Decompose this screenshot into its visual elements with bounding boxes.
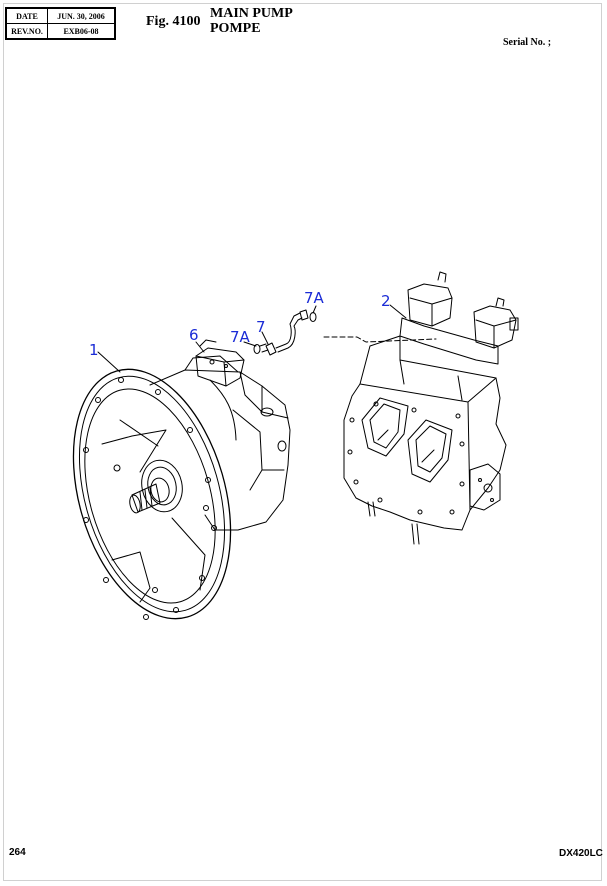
title-english: MAIN PUMP (210, 6, 293, 21)
callout-2: 2 (381, 292, 391, 310)
assembly-dashed-line (323, 336, 437, 343)
part-2-valve-block (343, 271, 519, 545)
rev-value: EXB06-08 (47, 23, 116, 40)
callout-6: 6 (189, 326, 199, 344)
serial-number-label: Serial No. ; (503, 37, 552, 48)
page-number: 264 (9, 847, 26, 858)
callout-7a-right: 7A (304, 289, 325, 307)
page-frame (3, 3, 602, 881)
part-6-regulator-block (195, 339, 245, 387)
callout-1: 1 (89, 341, 99, 359)
figure-number: Fig. 4100 (146, 14, 201, 29)
leader-lines (97, 304, 407, 373)
revision-info-table: DATE JUN. 30, 2006 REV.NO. EXB06-08 (5, 7, 116, 40)
callout-7a-left: 7A (230, 328, 251, 346)
title-french: POMPE (210, 21, 261, 36)
model-number: DX420LC (559, 848, 603, 859)
callout-7: 7 (256, 318, 266, 336)
part-7-hose-assembly (259, 309, 309, 356)
figure-titles: MAIN PUMP POMPE (210, 6, 293, 36)
part-1-pump-housing (72, 355, 291, 620)
callout-labels: 1 2 6 7 7A 7A (89, 289, 391, 359)
